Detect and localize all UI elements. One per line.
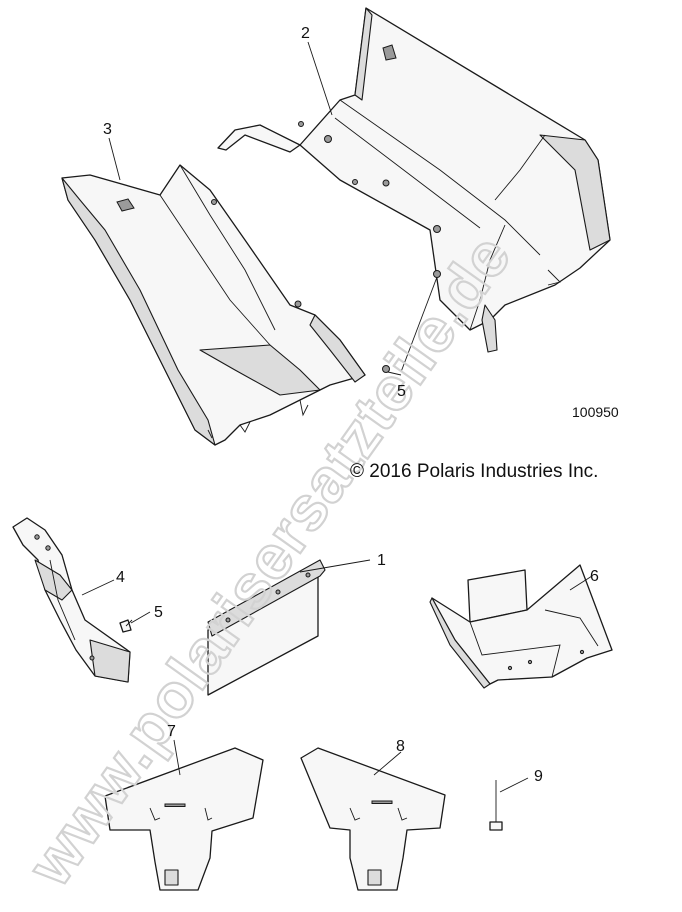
leader-callout-4 xyxy=(81,579,115,596)
callout-9: 9 xyxy=(534,768,543,785)
part-3-side-panel[interactable] xyxy=(61,164,366,446)
leader-callout-8 xyxy=(373,751,402,776)
part-4-guard-bracket[interactable] xyxy=(12,517,131,683)
callout-3: 3 xyxy=(103,121,112,138)
callout-6: 6 xyxy=(590,568,599,585)
leader-callout-5-to-rivet-b xyxy=(400,276,438,373)
callout-8: 8 xyxy=(396,738,405,755)
leader-callout-3 xyxy=(108,137,121,181)
part-5-rivet-lower[interactable] xyxy=(119,619,133,633)
callout-1: 1 xyxy=(377,552,386,569)
part-2-rear-panel[interactable] xyxy=(217,7,611,353)
callout-4: 4 xyxy=(116,569,125,586)
part-5-rivet-upper-a[interactable] xyxy=(382,365,390,373)
part-8-right-flap[interactable] xyxy=(300,747,446,891)
callout-5-upper: 5 xyxy=(397,383,406,400)
copyright-notice: © 2016 Polaris Industries Inc. xyxy=(350,461,598,482)
drawing-number: 100950 xyxy=(572,404,619,420)
callout-7: 7 xyxy=(167,723,176,740)
leader-lines xyxy=(81,41,593,793)
leader-callout-9 xyxy=(499,777,529,793)
leader-callout-7 xyxy=(173,739,181,776)
part-1-mud-flap[interactable] xyxy=(207,559,326,696)
leader-callout-6 xyxy=(569,575,593,591)
part-6-skid-panel[interactable] xyxy=(429,564,613,689)
leader-callout-1 xyxy=(299,559,371,573)
leader-callout-2 xyxy=(307,41,333,116)
part-7-left-flap[interactable] xyxy=(104,747,264,891)
leader-callout-5-to-rivet-a xyxy=(387,371,402,376)
callout-2: 2 xyxy=(301,25,310,42)
leader-callout-5-lower xyxy=(130,611,151,624)
part-9-screw[interactable] xyxy=(489,780,503,831)
callout-5-lower: 5 xyxy=(154,604,163,621)
